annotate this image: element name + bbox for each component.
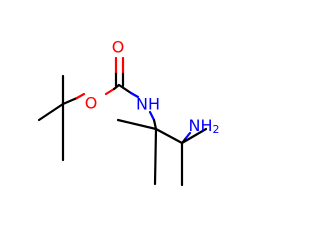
molecule-structure: O O NH NH2 [37,38,220,187]
bond-c1-methyl-bottom [153,127,158,186]
bond-nitrogen-c1-blue [148,110,156,122]
bond-c2-methyl-right [180,127,208,145]
bond-ester-oxygen-carbonyl-red [104,87,116,96]
bond-tbu-ester-oxygen-red [75,92,86,100]
bond-tbu-ester-oxygen [61,96,79,106]
amine-nitrogen-subscript: 2 [213,123,220,136]
bond-c1-c2 [154,127,184,145]
bond-c2-amine-blue [184,131,192,140]
carbonyl-oxygen-label: O [112,38,125,57]
bond-tbu-methyl-left [37,102,65,122]
bond-c1-methyl-left [116,118,158,131]
ester-oxygen-label: O [85,94,98,113]
bond-carbonyl-nitrogen [117,83,133,95]
bond-nitrogen-c1 [152,118,158,131]
amine-nitrogen-text: NH [189,116,213,135]
amine-nitrogen-label: NH2 [189,116,220,136]
bond-carbonyl-nitrogen-blue [129,91,140,99]
carbamate-nitrogen-label: NH [136,95,160,114]
